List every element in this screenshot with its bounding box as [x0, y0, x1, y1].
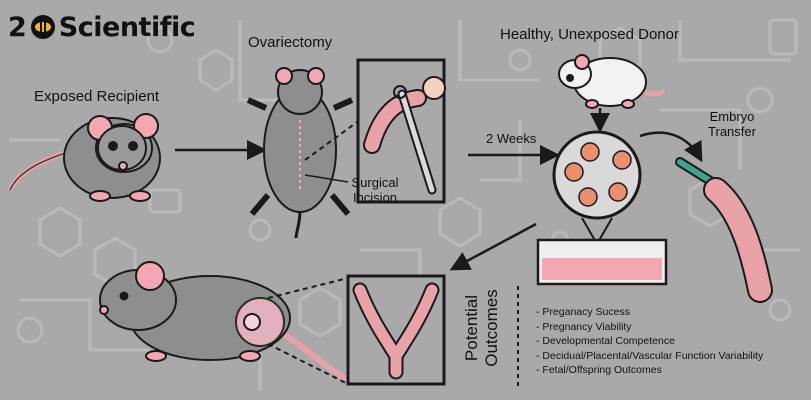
- brand-prefix: 2: [8, 11, 27, 43]
- brand-name: Scientific: [58, 11, 196, 43]
- embryo-dish-zoom: [552, 130, 642, 247]
- label-exposed-recipient: Exposed Recipient: [34, 88, 160, 105]
- outcome-item: Fetal/Offspring Outcomes: [536, 363, 763, 378]
- incision-pointer: [304, 174, 349, 183]
- label-surgical-line1: Surgical: [351, 175, 399, 190]
- label-surgical-line2: Incision: [352, 189, 398, 205]
- label-surgical-incision: Surgical Incision: [340, 175, 410, 206]
- zoom-connector-1: [304, 119, 361, 161]
- label-embryo-transfer: Embryo Transfer: [700, 109, 764, 140]
- label-embryo-transfer-line2: Transfer: [708, 123, 756, 139]
- label-embryo-transfer-line1: Embryo: [709, 109, 755, 124]
- outcome-item: Developmental Competence: [536, 334, 763, 349]
- zoom-connector-3: [267, 343, 349, 385]
- label-ovariectomy: Ovariectomy: [248, 34, 333, 51]
- outcome-item: Preganacy Sucess: [536, 305, 763, 320]
- outcomes-list: Preganacy Sucess Pregnancy Viability Dev…: [536, 305, 763, 378]
- ovary-inset: [356, 58, 446, 204]
- pregnant-mouse: [99, 261, 358, 387]
- brand-logo: 2 Scientific: [8, 8, 196, 46]
- outcome-item: Decidual/Placental/Vascular Function Var…: [536, 349, 763, 364]
- arrow-embryo-transfer: [639, 131, 703, 163]
- petri-dish: [536, 238, 668, 286]
- outcomes-heading-line2: Outcomes: [482, 289, 501, 367]
- label-two-weeks: 2 Weeks: [486, 131, 537, 146]
- ovariectomy-mouse: [246, 67, 354, 239]
- donor-mouse: [558, 54, 667, 109]
- uterine-horn: [703, 177, 773, 303]
- zoom-connector-2: [267, 277, 349, 299]
- outcome-item: Pregnancy Viability: [536, 320, 763, 335]
- outcomes-heading-line1: Potential: [462, 294, 481, 362]
- uterus-inset: [346, 274, 446, 386]
- arrow-to-outcomes: [449, 222, 537, 271]
- recipient-mouse: [7, 113, 161, 202]
- potential-outcomes-heading: Potential Outcomes: [462, 272, 502, 384]
- bee-icon: [30, 15, 55, 39]
- label-donor: Healthy, Unexposed Donor: [500, 26, 679, 43]
